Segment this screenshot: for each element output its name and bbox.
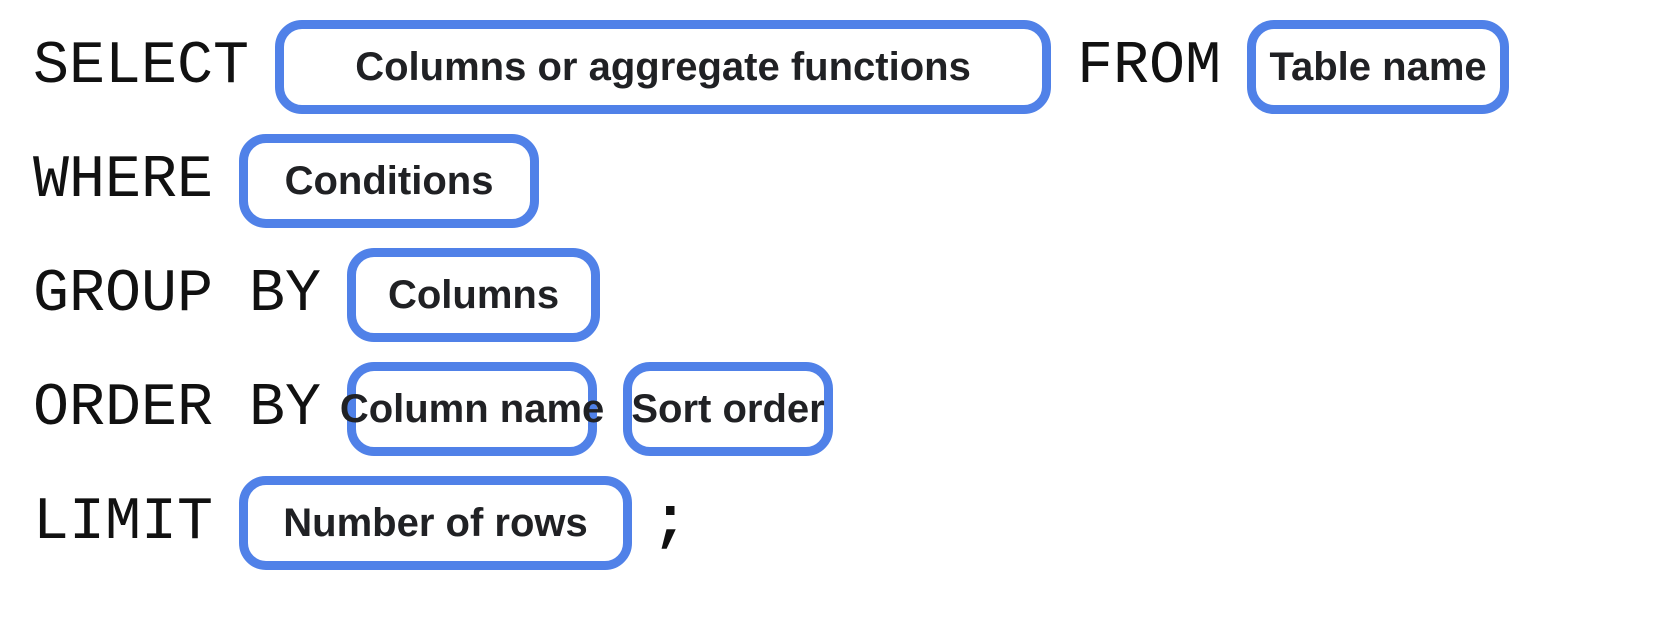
number-of-rows-label: Number of rows (283, 500, 588, 545)
sort-order-box: Sort order (623, 362, 834, 456)
select-keyword: SELECT (33, 33, 250, 101)
conditions-box: Conditions (239, 134, 540, 228)
table-name-label: Table name (1269, 44, 1487, 89)
number-of-rows-box: Number of rows (239, 476, 633, 570)
order-by-keyword: ORDER BY (33, 375, 322, 443)
columns-or-aggregate-functions-box: Columns or aggregate functions (275, 20, 1052, 114)
where-keyword: WHERE (33, 147, 214, 215)
sort-order-label: Sort order (631, 386, 825, 431)
columns-box: Columns (347, 248, 601, 342)
columns-label: Columns (387, 272, 560, 317)
columns-or-aggregate-functions-label: Columns or aggregate functions (355, 44, 971, 89)
group-by-row: GROUP BY Columns (33, 238, 1668, 352)
where-row: WHERE Conditions (33, 124, 1668, 238)
conditions-label: Conditions (284, 158, 494, 203)
select-row: SELECT Columns or aggregate functions FR… (33, 10, 1668, 124)
semicolon: ; (652, 489, 689, 557)
limit-keyword: LIMIT (33, 489, 214, 557)
limit-row: LIMIT Number of rows ; (33, 466, 1668, 580)
from-keyword: FROM (1077, 33, 1222, 101)
column-name-label: Column name (339, 386, 605, 431)
order-by-row: ORDER BY Column name Sort order (33, 352, 1668, 466)
column-name-box: Column name (340, 362, 604, 456)
table-name-box: Table name (1247, 20, 1510, 114)
group-by-keyword: GROUP BY (33, 261, 322, 329)
